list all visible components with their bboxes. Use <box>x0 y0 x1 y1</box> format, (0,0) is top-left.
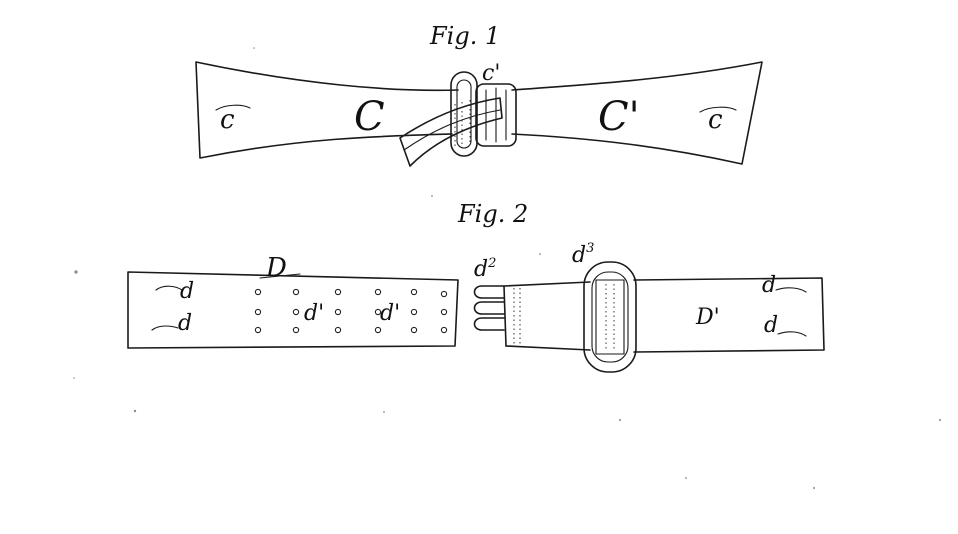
figure-1: Fig. 1 C C' c c c' <box>195 22 763 167</box>
fig1-label-strap-left: C <box>354 94 385 140</box>
fig2-label-end-left-top: d <box>180 279 194 304</box>
fig2-label-strap-right: D' <box>695 305 720 330</box>
fig1-label-strap-right: C' <box>598 94 640 140</box>
fig2-label-hooks: d2 <box>474 256 496 282</box>
fig1-label-end-left: c <box>220 105 235 135</box>
figure-2: Fig. 2 <box>127 200 825 373</box>
fig2-label-holes-a: d' <box>304 301 324 326</box>
paper-specks <box>73 47 941 489</box>
fig2-holes <box>254 288 448 334</box>
fig2-leader-end-right-top <box>775 287 807 293</box>
fig2-label-loop: d3 <box>572 241 594 268</box>
fig2-strap-left <box>127 271 459 349</box>
fig2-leader-strap-left <box>259 273 301 279</box>
fig2-label-strap-left: D <box>265 253 287 283</box>
fig2-label-end-right-top: d <box>762 273 776 298</box>
fig2-label-holes-b: d' <box>380 301 400 326</box>
fig2-strap-right-stitching <box>513 288 521 344</box>
fig2-leader-end-right-bottom <box>777 331 807 337</box>
fig1-strap-left <box>195 61 459 159</box>
fig1-leader-end-left <box>215 104 251 111</box>
fig2-hooks <box>473 285 505 331</box>
fig2-caption: Fig. 2 <box>457 200 528 228</box>
fig2-label-end-right-bottom: d <box>764 313 778 338</box>
fig1-strap-right <box>511 61 763 165</box>
fig2-loop <box>583 261 637 373</box>
fig1-buckle <box>399 71 517 167</box>
fig2-strap-right-left-edge <box>503 285 507 347</box>
fig1-label-end-right: c <box>708 105 723 135</box>
fig2-leader-end-left-top <box>155 285 183 291</box>
fig1-caption: Fig. 1 <box>429 22 500 50</box>
fig1-leader-end-right <box>699 106 737 113</box>
fig2-label-end-left-bottom: d <box>178 311 192 336</box>
fig2-leader-end-left-bottom <box>151 325 179 331</box>
fig1-label-buckle: c' <box>482 61 500 86</box>
